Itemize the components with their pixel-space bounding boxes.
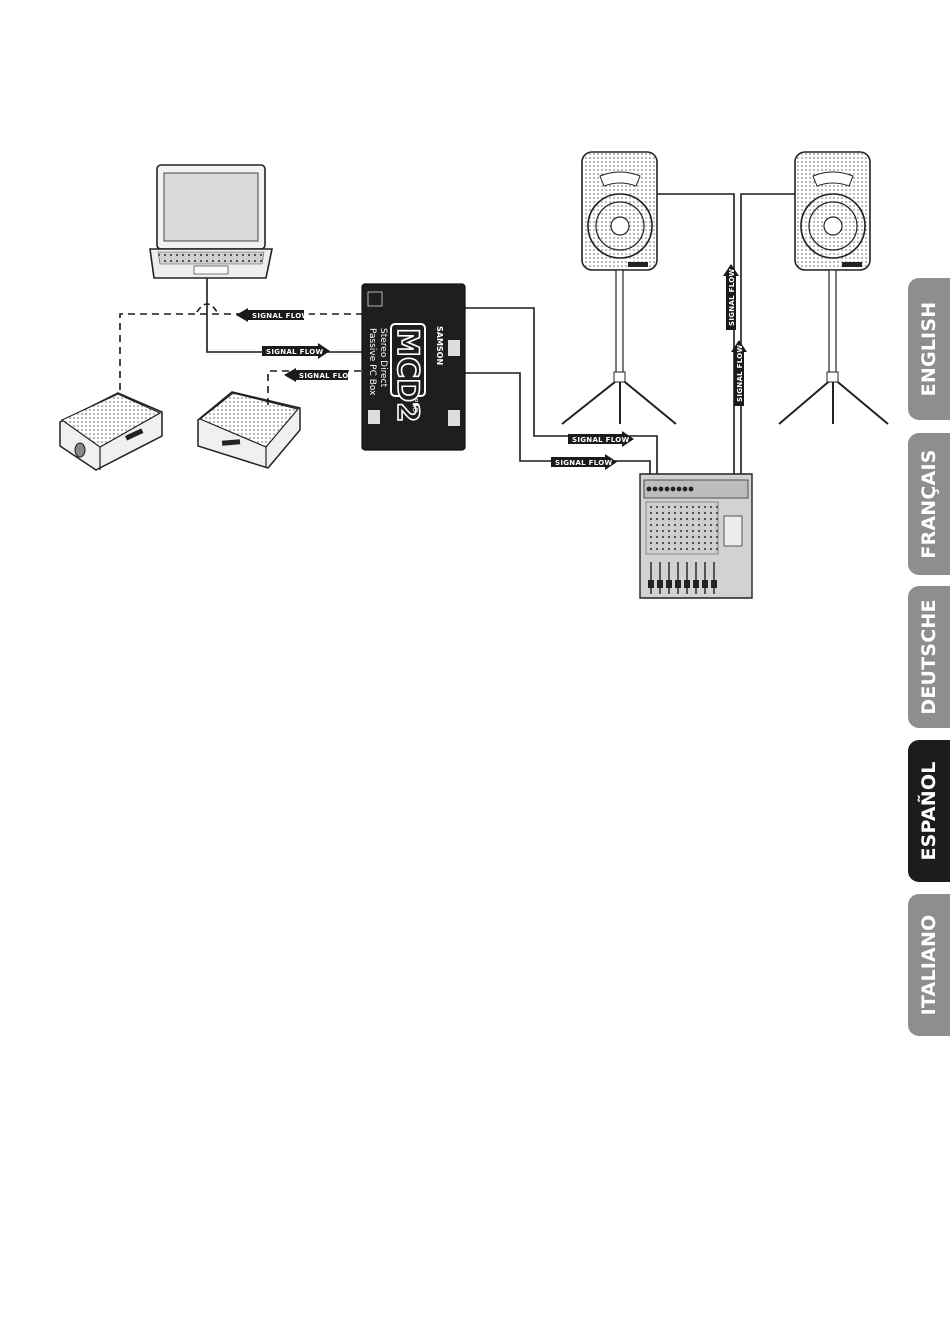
signal-flow-arrow-1: SIGNAL FLOW <box>236 303 310 322</box>
tab-francais-label: FRANÇAIS <box>918 449 940 558</box>
mixer-fader-knob <box>702 580 708 588</box>
device-subtitle-1: Stereo Direct <box>378 328 388 388</box>
mixer-fader-knob <box>675 580 681 588</box>
speaker-left <box>562 152 676 424</box>
mixer-fader-knob <box>666 580 672 588</box>
mixer-fader-track <box>686 562 688 594</box>
signal-flow-arrow-3: SIGNAL FLOW <box>284 368 357 382</box>
device-brand: SAMSON <box>435 326 444 365</box>
mixer-fader-track <box>677 562 679 594</box>
tab-english[interactable]: ENGLISH <box>908 278 950 420</box>
mixer-fader-knob <box>711 580 717 588</box>
laptop <box>150 165 272 278</box>
flow-label-1: SIGNAL FLOW <box>252 312 310 320</box>
signal-flow-arrow-5: SIGNAL FLOW <box>551 454 617 470</box>
tab-english-label: ENGLISH <box>918 302 940 397</box>
tab-deutsche-label: DEUTSCHE <box>918 599 940 714</box>
mixer-input-jack <box>689 487 694 492</box>
mixer-fader-track <box>659 562 661 594</box>
device-subtitle-2: Passive PC Box <box>367 328 377 396</box>
tab-deutsche[interactable]: DEUTSCHE <box>908 586 950 728</box>
mixer-input-jack <box>683 487 688 492</box>
flow-label-4: SIGNAL FLOW <box>572 436 630 444</box>
speaker-right <box>779 152 888 424</box>
mixer <box>640 474 752 598</box>
tab-espanol[interactable]: ESPAÑOL <box>908 740 950 882</box>
tab-francais[interactable]: FRANÇAIS <box>908 433 950 575</box>
flow-label-6: SIGNAL FLOW <box>728 268 736 326</box>
tab-espanol-label: ESPAÑOL <box>918 761 940 860</box>
mixer-input-jack <box>659 487 664 492</box>
mixer-fader-track <box>713 562 715 594</box>
signal-flow-arrow-2: SIGNAL FLOW <box>262 343 330 359</box>
mixer-fader-knob <box>657 580 663 588</box>
tab-italiano[interactable]: ITALIANO <box>908 894 950 1036</box>
mixer-fader-knob <box>648 580 654 588</box>
signal-flow-arrow-4: SIGNAL FLOW <box>568 431 634 447</box>
mixer-fader-knob <box>684 580 690 588</box>
mixer-fader-track <box>704 562 706 594</box>
mixer-input-jack <box>671 487 676 492</box>
mixer-fader-track <box>668 562 670 594</box>
mixer-input-jack <box>647 487 652 492</box>
mixer-input-jack <box>677 487 682 492</box>
device-model-suffix: PRO <box>411 398 419 413</box>
floor-monitor-left <box>60 393 162 470</box>
mixer-input-jack <box>653 487 658 492</box>
di-box: MCD2 PRO Stereo Direct Passive PC Box SA… <box>362 284 465 450</box>
floor-monitor-right <box>198 392 300 468</box>
flow-label-5: SIGNAL FLOW <box>555 459 613 467</box>
mixer-fader-track <box>650 562 652 594</box>
tab-italiano-label: ITALIANO <box>918 915 940 1016</box>
flow-label-7: SIGNAL FLOW <box>736 344 744 402</box>
flow-label-3: SIGNAL FLOW <box>299 372 357 380</box>
mixer-fader-knob <box>693 580 699 588</box>
signal-flow-arrow-6: SIGNAL FLOW <box>723 264 739 330</box>
mixer-input-jack <box>665 487 670 492</box>
flow-label-2: SIGNAL FLOW <box>266 348 324 356</box>
mixer-fader-track <box>695 562 697 594</box>
